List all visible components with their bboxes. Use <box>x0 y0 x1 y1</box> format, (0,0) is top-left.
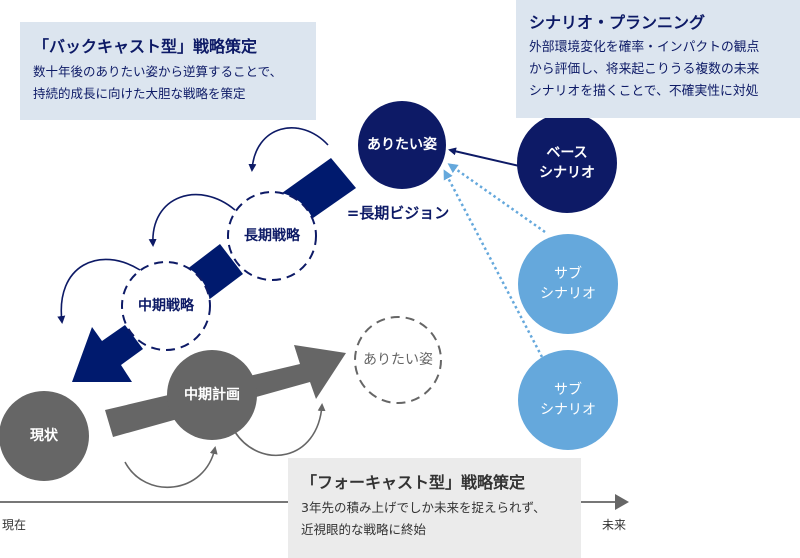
long-term-strategy-circle <box>227 191 317 281</box>
sub-scenario-label-line: シナリオ <box>540 286 596 302</box>
forecast-title: 「フォーキャスト型」戦略策定 <box>301 473 526 492</box>
loop-arrow-2 <box>148 193 236 247</box>
base-scenario-label-line: ベース <box>546 145 588 161</box>
scenario-line: シナリオを描くことで、不確実性に対処 <box>529 84 759 99</box>
long-term-vision-label: =長期ビジョン <box>346 204 450 222</box>
backcast-title: 「バックキャスト型」戦略策定 <box>33 37 258 56</box>
scenario-title: シナリオ・プランニング <box>529 13 706 32</box>
forecast-loop-arrow-2 <box>234 403 326 457</box>
timeline-start-label: 現在 <box>2 518 27 532</box>
scenario-line: から評価し、将来起こりうる複数の未来 <box>529 62 760 77</box>
sub-scenario-2-arrow <box>443 169 544 358</box>
sub-scenario-label-line: サブ <box>554 382 582 398</box>
current-state-label: 現状 <box>30 428 58 444</box>
forecast-loop-arrow-1 <box>124 446 218 489</box>
timeline-end-label: 未来 <box>602 518 627 532</box>
forecast-ideal-circle <box>354 316 442 404</box>
forecast-line: 近視眼的な戦略に終始 <box>301 522 427 537</box>
sub-scenario-label-line: シナリオ <box>540 402 596 418</box>
base-scenario-circle <box>517 113 617 213</box>
mid-term-plan-label: 中期計画 <box>184 387 240 403</box>
sub-scenario-1-label: サブ シナリオ <box>540 264 596 304</box>
loop-arrow-3 <box>57 258 141 324</box>
backcast-line: 持続的成長に向けた大胆な戦略を策定 <box>33 86 246 101</box>
ideal-vision-label: ありたい姿 <box>367 137 437 153</box>
sub-scenario-2-circle <box>518 350 618 450</box>
base-scenario-label: ベース シナリオ <box>539 143 595 183</box>
forecast-ideal-label: ありたい姿 <box>363 352 433 368</box>
forecast-line: 3年先の積み上げでしか未来を捉えられず、 <box>301 500 546 515</box>
forecast-description-box: 「フォーキャスト型」戦略策定 3年先の積み上げでしか未来を捉えられず、 近視眼的… <box>288 458 581 558</box>
scenario-planning-box: シナリオ・プランニング 外部環境変化を確率・インパクトの観点 から評価し、将来起… <box>516 0 800 118</box>
backcast-arrow-head <box>72 325 143 382</box>
current-state-circle <box>0 391 89 481</box>
scenario-line: 外部環境変化を確率・インパクトの観点 <box>529 40 760 55</box>
loop-arrow-1 <box>248 127 329 172</box>
mid-term-strategy-label: 中期戦略 <box>138 298 194 314</box>
mid-term-strategy-circle <box>121 261 211 351</box>
base-scenario-arrow <box>448 147 529 169</box>
sub-scenario-2-label: サブ シナリオ <box>540 380 596 420</box>
sub-scenario-1-circle <box>518 234 618 334</box>
ideal-vision-circle <box>358 101 446 189</box>
backcast-line: 数十年後のありたい姿から逆算することで、 <box>33 64 283 79</box>
sub-scenario-label-line: サブ <box>554 266 582 282</box>
backcast-description-box: 「バックキャスト型」戦略策定 数十年後のありたい姿から逆算することで、 持続的成… <box>20 22 316 120</box>
mid-term-plan-circle <box>167 350 257 440</box>
base-scenario-label-line: シナリオ <box>539 165 595 181</box>
long-term-strategy-label: 長期戦略 <box>244 228 300 244</box>
